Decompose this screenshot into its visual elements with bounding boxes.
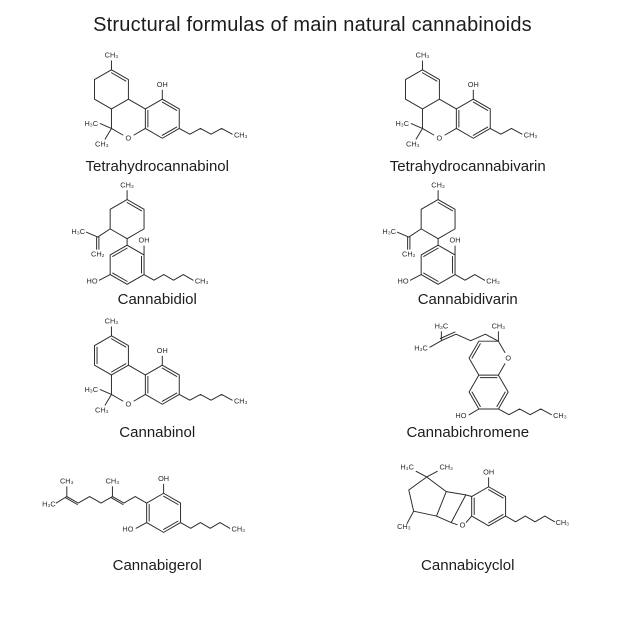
cbc-structure-drawing: H₃C H₃C CH₃ O HO CH₃ bbox=[414, 321, 567, 420]
atom-label-methyl: H₃C bbox=[414, 343, 428, 352]
bond-framework bbox=[85, 190, 194, 285]
atom-label-methyl: CH₃ bbox=[491, 321, 505, 330]
atom-label-hydroxyl: OH bbox=[467, 80, 478, 89]
atom-label-gem-methyl: CH₃ bbox=[95, 139, 109, 148]
atom-label-gem-methyl: CH₃ bbox=[439, 463, 453, 472]
atom-label-gem-methyl: CH₃ bbox=[95, 405, 109, 414]
cbd-structure-drawing: CH₃ H₃C CH₂ OH HO CH₃ bbox=[71, 180, 209, 285]
thcv-structure-drawing: CH₃ OH H₃C CH₃ O CH₃ bbox=[395, 51, 537, 149]
atom-label-hydroxyl: OH bbox=[449, 236, 460, 245]
compound-tetrahydrocannabivarin: CH₃ OH H₃C CH₃ O CH₃ Tetrahydrocannabiva… bbox=[315, 47, 622, 175]
compound-name: Tetrahydrocannabinol bbox=[85, 158, 229, 175]
atom-label-gem-methyl: H₃C bbox=[84, 385, 98, 394]
bond-framework bbox=[428, 331, 552, 416]
bond-framework bbox=[94, 60, 233, 140]
compound-tetrahydrocannabinol: CH₃ OH H₃C CH₃ O CH₃ Tetrahydrocannabino… bbox=[4, 47, 311, 175]
atom-label-methyl: CH₃ bbox=[415, 51, 429, 60]
page-title: Structural formulas of main natural cann… bbox=[93, 14, 532, 36]
atom-label-oxygen: O bbox=[459, 520, 465, 529]
compound-name: Cannabichromene bbox=[406, 424, 530, 441]
atom-label-hydroxyl: OH bbox=[139, 236, 150, 245]
atom-label-methyl: CH₃ bbox=[106, 476, 120, 485]
atom-label-gem-methyl: CH₃ bbox=[406, 139, 420, 148]
atom-label-methyl: CH₃ bbox=[60, 476, 74, 485]
atom-label-methyl: CH₃ bbox=[431, 180, 445, 189]
compound-cannabidivarin: CH₃ H₃C CH₂ OH HO CH₃ Cannabidivarin bbox=[315, 180, 622, 308]
atom-label-methyl: CH₃ bbox=[105, 51, 119, 60]
compound-cannabinol: CH₃ OH H₃C CH₃ O CH₃ Cannabinol bbox=[4, 313, 311, 441]
compound-name: Cannabidivarin bbox=[417, 291, 518, 308]
compound-cannabichromene: H₃C H₃C CH₃ O HO CH₃ Cannabichromene bbox=[315, 313, 622, 441]
compound-name: Cannabinol bbox=[119, 424, 196, 441]
compound-grid: CH₃ OH H₃C CH₃ O CH₃ Tetrahydrocannabino… bbox=[4, 47, 621, 574]
atom-label-methylene: CH₂ bbox=[402, 250, 416, 259]
atom-label-oxygen: O bbox=[436, 134, 442, 143]
atom-label-chain-methyl: CH₃ bbox=[523, 130, 537, 139]
bond-framework bbox=[94, 326, 233, 406]
bond-framework bbox=[406, 470, 555, 527]
atom-label-hydroxyl: HO bbox=[397, 276, 408, 285]
atom-label-hydroxyl: OH bbox=[157, 80, 168, 89]
atom-label-chain-methyl: CH₃ bbox=[553, 411, 567, 420]
atom-label-methyl: CH₃ bbox=[105, 317, 119, 326]
cbl-structure-drawing: H₃C CH₃ CH₃ O OH CH₃ bbox=[397, 463, 569, 531]
atom-label-gem-methyl: H₃C bbox=[395, 119, 409, 128]
atom-label-chain-methyl: CH₃ bbox=[234, 130, 248, 139]
compound-name: Cannabicyclol bbox=[421, 557, 515, 574]
atom-label-chain-methyl: CH₃ bbox=[486, 276, 500, 285]
compound-name: Tetrahydrocannabivarin bbox=[389, 158, 546, 175]
atom-label-methyl: CH₃ bbox=[397, 522, 411, 531]
compound-cannabidiol: CH₃ H₃C CH₂ OH HO CH₃ Cannabidiol bbox=[4, 180, 311, 308]
atom-label-oxygen: O bbox=[505, 354, 511, 363]
atom-label-hydroxyl: HO bbox=[87, 276, 98, 285]
atom-label-chain-methyl: CH₃ bbox=[234, 396, 248, 405]
atom-label-hydroxyl: HO bbox=[122, 525, 133, 534]
atom-label-chain-methyl: CH₃ bbox=[232, 525, 246, 534]
atom-label-methyl: CH₃ bbox=[120, 180, 134, 189]
atom-label-hydroxyl: OH bbox=[483, 468, 494, 477]
thc-structure-drawing: CH₃ OH H₃C CH₃ O CH₃ bbox=[84, 51, 248, 149]
atom-label-oxygen: O bbox=[126, 134, 132, 143]
compound-name: Cannabidiol bbox=[117, 291, 197, 308]
compound-cannabigerol: CH₃ H₃C CH₃ OH HO CH₃ Cannabigerol bbox=[4, 446, 311, 574]
atom-label-methyl: H₃C bbox=[42, 499, 56, 508]
atom-label-chain-methyl: CH₃ bbox=[555, 518, 569, 527]
bond-framework bbox=[404, 60, 523, 140]
compound-name: Cannabigerol bbox=[112, 557, 202, 574]
atom-label-methyl: H₃C bbox=[71, 227, 85, 236]
atom-label-hydroxyl: OH bbox=[158, 474, 169, 483]
atom-label-methyl: H₃C bbox=[434, 321, 448, 330]
atom-label-hydroxyl: OH bbox=[157, 346, 168, 355]
atom-label-oxygen: O bbox=[126, 400, 132, 409]
atom-label-chain-methyl: CH₃ bbox=[195, 276, 209, 285]
cbn-structure-drawing: CH₃ OH H₃C CH₃ O CH₃ bbox=[84, 317, 248, 415]
bond-framework bbox=[55, 483, 231, 533]
bond-framework bbox=[396, 190, 485, 285]
atom-label-methylene: CH₂ bbox=[91, 250, 105, 259]
compound-cannabicyclol: H₃C CH₃ CH₃ O OH CH₃ Cannabicyclol bbox=[315, 446, 622, 574]
cbg-structure-drawing: CH₃ H₃C CH₃ OH HO CH₃ bbox=[42, 474, 246, 534]
atom-label-gem-methyl: H₃C bbox=[84, 119, 98, 128]
atom-label-hydroxyl: HO bbox=[455, 411, 466, 420]
atom-label-gem-methyl: H₃C bbox=[400, 463, 414, 472]
atom-label-methyl: H₃C bbox=[382, 227, 396, 236]
cbdv-structure-drawing: CH₃ H₃C CH₂ OH HO CH₃ bbox=[382, 180, 500, 285]
